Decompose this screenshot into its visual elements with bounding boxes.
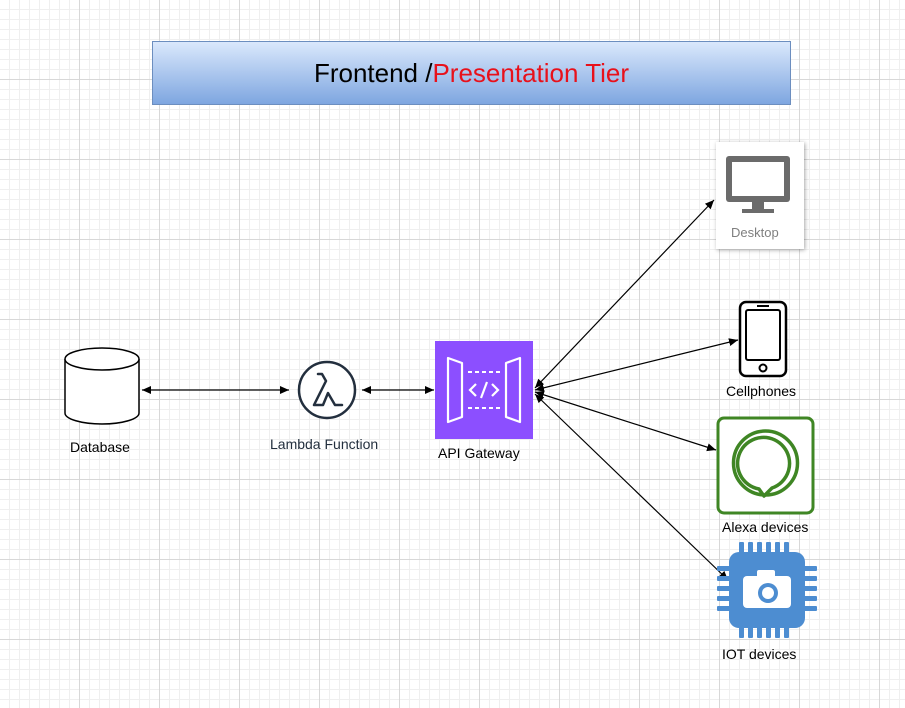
title-main: Frontend / [313,57,433,88]
edge-api-desktop [534,199,715,389]
desktop-node[interactable]: Desktop [716,142,804,249]
desktop-icon [726,156,790,213]
desktop-label: Desktop [731,225,779,240]
alexa-node[interactable] [716,416,815,515]
alexa-icon [716,416,815,515]
api-gateway-label: API Gateway [438,445,520,461]
database-node[interactable] [62,345,142,427]
iot-node[interactable] [717,540,817,640]
cellphones-node[interactable] [738,300,788,378]
api-gateway-icon [435,341,533,439]
database-icon [64,347,140,425]
diagram-title: Frontend / Presentation Tier [152,41,791,105]
edge-api-cellphones [534,338,739,392]
alexa-label: Alexa devices [722,519,809,535]
lambda-node[interactable] [297,360,357,420]
database-label: Database [70,439,130,455]
iot-label: IOT devices [722,646,797,662]
edge-api-iot [534,393,729,581]
cellphones-label: Cellphones [726,383,797,399]
edge-api-alexa [534,390,717,452]
title-accent: Presentation Tier [432,57,630,88]
cellphone-icon [738,300,788,378]
lambda-label: Lambda Function [270,436,379,452]
iot-camera-icon [717,542,817,638]
lambda-icon [297,360,357,420]
api-gateway-node[interactable] [435,341,533,439]
